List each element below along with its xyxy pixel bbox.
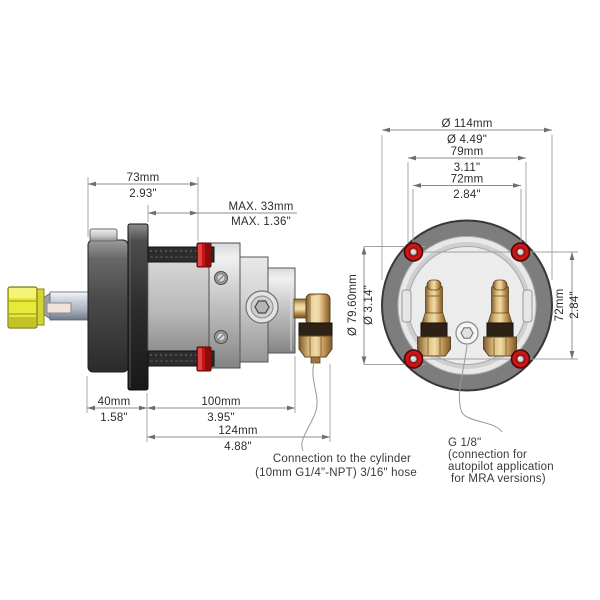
- dim-72mm-right-imperial: 2.84": [569, 291, 581, 318]
- autopilot-note-line1: G 1/8": [448, 437, 481, 449]
- dim-72mm-right-metric: 72mm: [554, 289, 566, 322]
- dim-100mm-imperial: 3.95": [207, 412, 234, 424]
- cylinder-note-line2: (10mm G1/4"-NPT) 3/16" hose: [255, 467, 417, 479]
- fitting-tube-tip: [310, 356, 321, 364]
- steering-shaft-assembly: [7, 286, 91, 329]
- autopilot-note-line3: autopilot application: [448, 461, 554, 473]
- red-clamp-nut-top: [196, 242, 212, 268]
- dim-73mm-imperial: 2.93": [129, 188, 156, 200]
- autopilot-note-line4: for MRA versions): [451, 473, 546, 485]
- cylinder-note-line1: Connection to the cylinder: [273, 453, 411, 465]
- mounting-bolt-top-left: [403, 242, 424, 262]
- elbow-highlight: [311, 296, 317, 322]
- body-main-cylinder: [208, 242, 241, 369]
- fitting-dark-band: [298, 322, 333, 337]
- dim-79mm-imperial: 3.11": [454, 162, 481, 174]
- recess-tab-left: [401, 289, 412, 323]
- autopilot-note-leader: [458, 344, 503, 433]
- side-view-dimensions: 73mm 2.93" MAX. 33mm MAX. 1.36" 40mm 1.5…: [86, 172, 331, 453]
- dim-max33-imperial: MAX. 1.36": [231, 216, 291, 228]
- body-screw-top: [214, 271, 228, 285]
- shaft-keyway-slot: [46, 302, 72, 314]
- filler-cap: [89, 228, 118, 242]
- mounting-bolt-bottom-left: [403, 349, 424, 369]
- autopilot-note-line2: (connection for: [448, 449, 527, 461]
- brass-elbow-fitting: [293, 293, 333, 364]
- body-screw-bottom: [214, 330, 228, 344]
- mounting-bolt-top-right: [510, 242, 531, 262]
- dim-72mm-top-imperial: 2.84": [453, 189, 480, 201]
- dim-114mm-imperial: Ø 4.49": [447, 134, 487, 146]
- fitting-hex-nut: [298, 335, 333, 358]
- dim-114mm-metric: Ø 114mm: [441, 118, 492, 130]
- rear-view: Ø 114mm Ø 4.49" 79mm 3.11" 72mm 2.84" Ø …: [347, 118, 581, 485]
- hose-fitting-right: [483, 279, 517, 357]
- mounting-bolt-bottom-right: [510, 349, 531, 369]
- body-neck: [147, 259, 212, 354]
- dim-max33-metric: MAX. 33mm: [228, 201, 293, 213]
- dim-79-60mm-metric: Ø 79.60mm: [347, 274, 359, 336]
- autopilot-port-plug: [455, 321, 479, 345]
- dim-124mm-imperial: 4.88": [224, 441, 251, 453]
- side-view: 73mm 2.93" MAX. 33mm MAX. 1.36" 40mm 1.5…: [7, 172, 417, 479]
- dim-72mm-top-metric: 72mm: [451, 174, 484, 186]
- red-clamp-nut-bottom: [196, 346, 212, 372]
- elbow-block: [305, 293, 331, 326]
- dim-124mm-metric: 124mm: [218, 425, 257, 437]
- recess-tab-right: [522, 289, 533, 323]
- hex-socket-boss: [245, 290, 279, 324]
- mounting-plate: [127, 223, 149, 391]
- flange-bell: [87, 239, 129, 373]
- yellow-hex-nut: [7, 286, 38, 329]
- dim-73mm-metric: 73mm: [127, 172, 160, 184]
- dim-79-60mm-imperial: Ø 3.14": [363, 285, 375, 325]
- dim-40mm-metric: 40mm: [98, 396, 131, 408]
- rear-view-dimensions: Ø 114mm Ø 4.49" 79mm 3.11" 72mm 2.84" Ø …: [347, 118, 581, 365]
- hose-fitting-left: [417, 279, 451, 357]
- cylinder-note-leader: [301, 361, 318, 452]
- dim-100mm-metric: 100mm: [201, 396, 240, 408]
- dim-79mm-metric: 79mm: [451, 146, 484, 158]
- dim-40mm-imperial: 1.58": [100, 412, 127, 424]
